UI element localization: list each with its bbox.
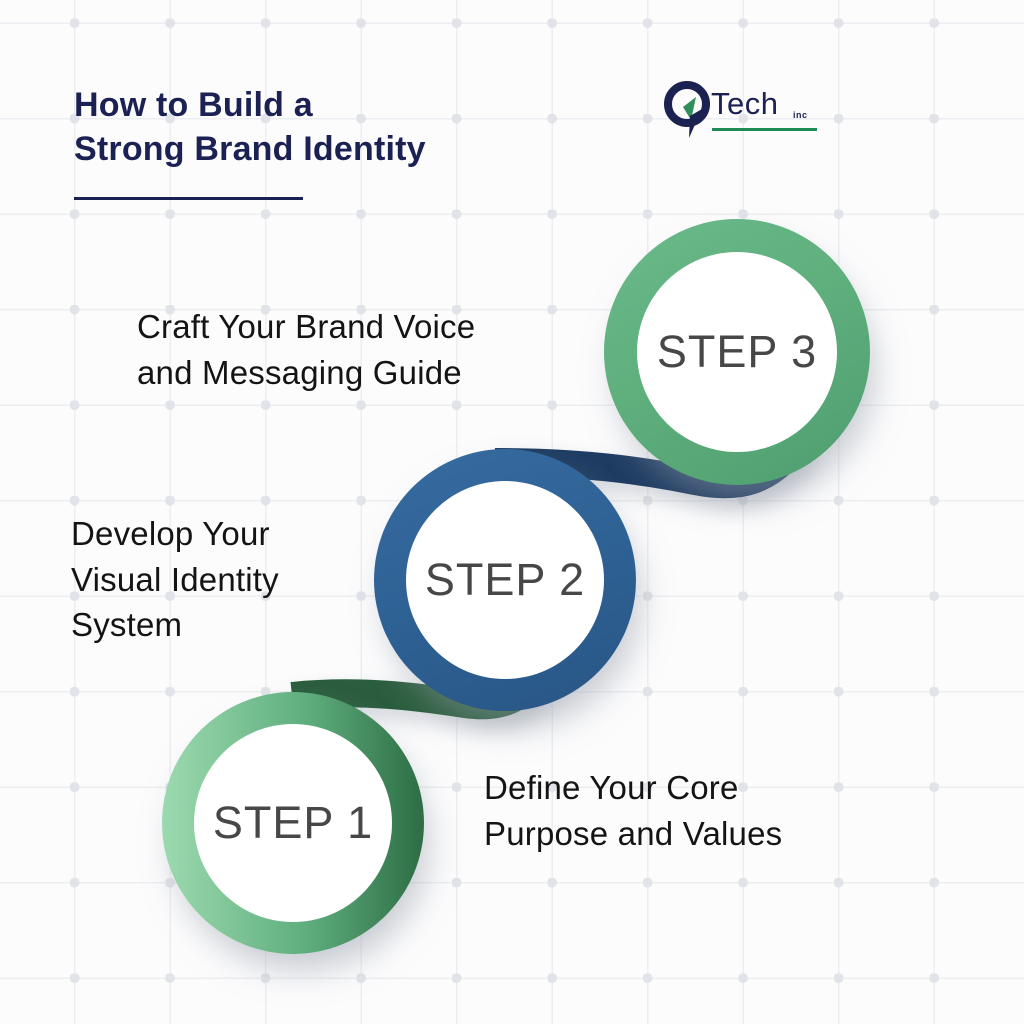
qtech-logo: Tech inc xyxy=(655,78,825,148)
step2-circle-inner: STEP 2 xyxy=(406,481,604,679)
step3-label: STEP 3 xyxy=(656,326,818,377)
step2-circle: STEP 2 xyxy=(374,449,636,711)
step3-circle-inner: STEP 3 xyxy=(637,252,837,452)
step3-circle: STEP 3 xyxy=(604,219,870,485)
step2-description: Develop Your Visual Identity System xyxy=(71,515,279,644)
logo-suffix-text: inc xyxy=(793,110,808,120)
step2-label: STEP 2 xyxy=(424,554,586,605)
step1-label: STEP 1 xyxy=(212,797,374,848)
step1-circle-inner: STEP 1 xyxy=(194,724,392,922)
step1-circle: STEP 1 xyxy=(162,692,424,954)
logo-underline xyxy=(712,128,817,131)
logo-brand-text: Tech xyxy=(711,86,779,121)
qtech-logo-q-icon xyxy=(664,81,710,138)
title-underline xyxy=(74,197,303,200)
step1-description: Define Your Core Purpose and Values xyxy=(484,769,783,852)
step3-description: Craft Your Brand Voice and Messaging Gui… xyxy=(137,308,476,391)
page-title: How to Build a Strong Brand Identity xyxy=(74,86,426,168)
